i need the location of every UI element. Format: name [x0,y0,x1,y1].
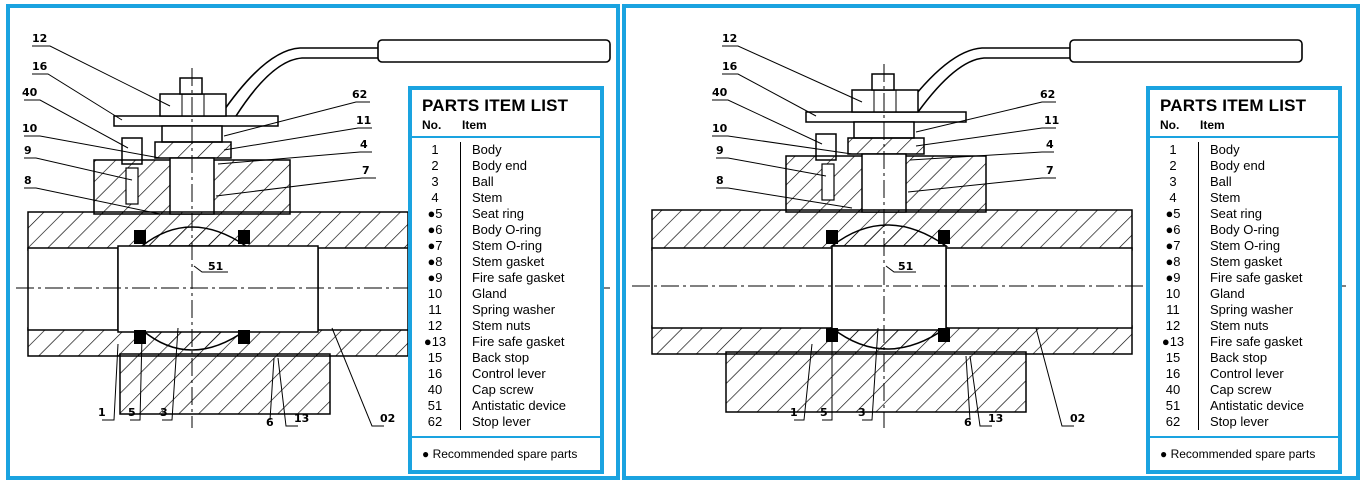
callout-51: 51 [208,260,223,273]
parts-list-title: PARTS ITEM LIST [1160,96,1307,115]
callout-10: 10 [22,122,38,135]
callout-6: 6 [964,416,972,429]
callout-5: 5 [820,406,828,419]
callout-10: 10 [712,122,728,135]
callout-16: 16 [722,60,738,73]
callout-40: 40 [712,86,728,99]
callout-7: 7 [1046,164,1054,177]
callout-11: 11 [356,114,371,127]
callout-9: 9 [716,144,724,157]
callout-11: 11 [1044,114,1059,127]
col-no: No. [422,118,442,132]
left-valve-drawing: 12 16 40 10 9 8 62 11 4 7 51 1 5 3 6 13 … [16,32,611,429]
right-diagram-panel: 12 16 40 10 9 8 62 11 4 7 51 1 5 3 6 13 … [622,4,1360,480]
callout-12: 12 [32,32,47,45]
callout-62: 62 [352,88,367,101]
callout-7: 7 [362,164,370,177]
callout-13: 13 [988,412,1003,425]
callout-4: 4 [1046,138,1054,151]
spare-parts-note: ● Recommended spare parts [422,447,578,461]
col-no: No. [1160,118,1180,132]
callout-3: 3 [858,406,866,419]
callout-02: 02 [1070,412,1085,425]
callout-4: 4 [360,138,368,151]
callout-8: 8 [24,174,32,187]
left-diagram-panel: 12 16 40 10 9 8 62 11 4 7 51 1 5 3 6 13 … [6,4,620,480]
callout-1: 1 [98,406,106,419]
callout-6: 6 [266,416,274,429]
callout-40: 40 [22,86,38,99]
parts-list-title: PARTS ITEM LIST [422,96,569,115]
callout-12: 12 [722,32,737,45]
col-item: Item [1200,118,1225,132]
right-valve-drawing: 12 16 40 10 9 8 62 11 4 7 51 1 5 3 6 13 … [632,32,1350,429]
spare-parts-note: ● Recommended spare parts [1160,447,1316,461]
col-item: Item [462,118,487,132]
callout-3: 3 [160,406,168,419]
callout-1: 1 [790,406,798,419]
callout-51: 51 [898,260,913,273]
callout-9: 9 [24,144,32,157]
callout-5: 5 [128,406,136,419]
callout-02: 02 [380,412,395,425]
callout-62: 62 [1040,88,1055,101]
callout-8: 8 [716,174,724,187]
callout-13: 13 [294,412,309,425]
callout-16: 16 [32,60,48,73]
